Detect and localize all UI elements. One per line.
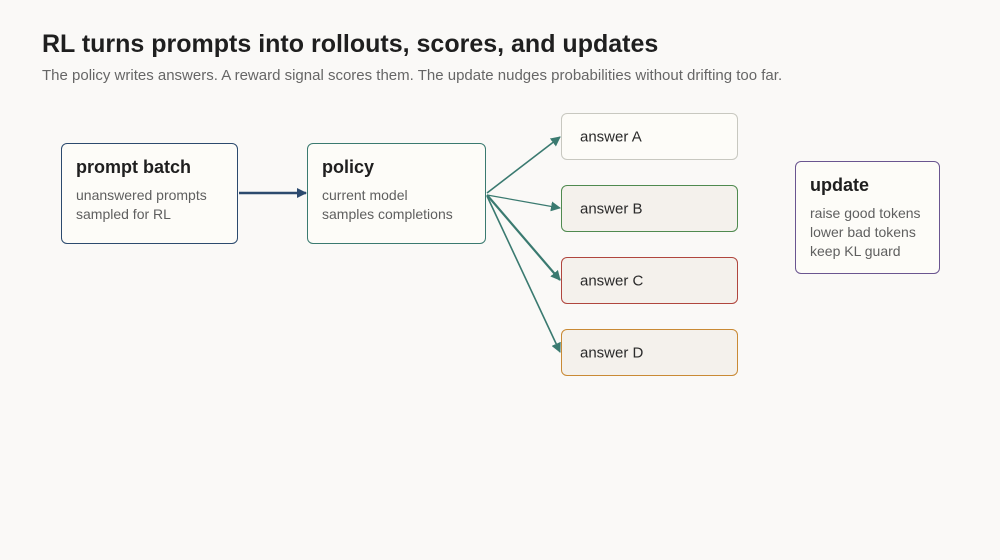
update-node: update raise good tokens lower bad token… <box>795 161 940 274</box>
update-title: update <box>810 175 870 195</box>
prompt-batch-line: unanswered prompts <box>76 187 207 203</box>
answer-b-node: answer B <box>561 185 738 232</box>
page-subtitle: The policy writes answers. A reward sign… <box>42 67 783 84</box>
arrow-policy-to-answer-b <box>486 194 561 212</box>
policy-line: samples completions <box>322 206 453 222</box>
answer-a-node: answer A <box>561 113 738 160</box>
prompt-batch-title: prompt batch <box>76 157 191 177</box>
prompt-batch-line: sampled for RL <box>76 206 171 222</box>
arrow-policy-to-answer-c <box>486 194 561 281</box>
arrow-policy-to-answer-a <box>486 136 561 194</box>
update-line: lower bad tokens <box>810 224 916 240</box>
answer-a-label: answer A <box>580 128 642 145</box>
answer-b-label: answer B <box>580 200 643 217</box>
prompt-batch-node: prompt batch unanswered prompts sampled … <box>61 143 238 244</box>
answer-d-node: answer D <box>561 329 738 376</box>
update-line: keep KL guard <box>810 243 901 259</box>
answer-c-node: answer C <box>561 257 738 304</box>
update-line: raise good tokens <box>810 205 921 221</box>
policy-title: policy <box>322 157 375 177</box>
arrow-policy-to-answer-d <box>486 195 561 353</box>
answer-d-label: answer D <box>580 344 644 361</box>
page-title: RL turns prompts into rollouts, scores, … <box>42 30 659 58</box>
policy-node: policy current model samples completions <box>307 143 486 244</box>
answer-c-label: answer C <box>580 272 644 289</box>
policy-line: current model <box>322 187 408 203</box>
